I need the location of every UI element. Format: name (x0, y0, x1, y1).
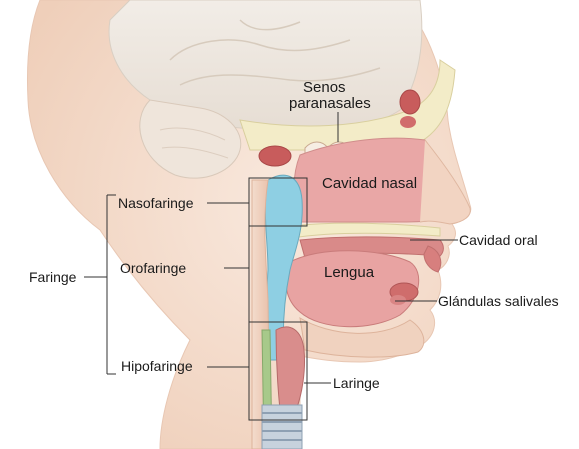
label-oropharynx: Orofaringe (120, 260, 186, 276)
label-hypopharynx: Hipofaringe (121, 358, 193, 374)
label-pharynx: Faringe (29, 269, 76, 285)
label-nasopharynx: Nasofaringe (118, 195, 194, 211)
label-paranasal-sinuses-line1: Senos (303, 80, 346, 96)
label-salivary-glands: Glándulas salivales (438, 293, 559, 309)
label-larynx: Laringe (333, 375, 380, 391)
label-paranasal-sinuses-line2: paranasales (289, 96, 371, 112)
label-tongue: Lengua (324, 265, 374, 281)
larynx-shape (276, 327, 305, 410)
label-oral-cavity: Cavidad oral (459, 232, 538, 248)
label-nasal-cavity: Cavidad nasal (322, 176, 417, 192)
trachea-shape (262, 405, 302, 449)
